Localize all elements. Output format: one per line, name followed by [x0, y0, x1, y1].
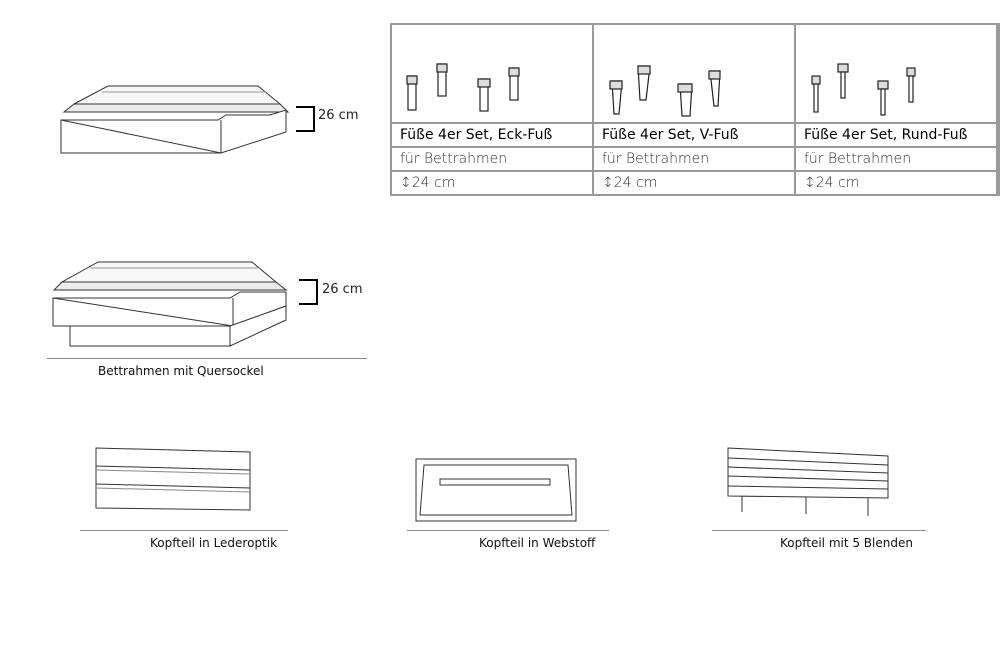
rund-fuss-use: für Bettrahmen: [794, 146, 998, 172]
bed-height-label: 26 cm: [318, 108, 359, 123]
headboard-fabric-drawing: [414, 455, 584, 525]
divider-line: [712, 530, 926, 531]
headboard-blenden-caption: Kopfteil mit 5 Blenden: [780, 536, 913, 550]
eck-fuss-height: ↕24 cm: [390, 170, 594, 196]
feet-table: Füße 4er Set, Eck-Fuß Füße 4er Set, V-Fu…: [390, 23, 1000, 196]
rund-fuss-name: Füße 4er Set, Rund-Fuß: [794, 122, 998, 148]
bed-quersockel-drawing: [50, 258, 300, 353]
v-fuss-use: für Bettrahmen: [592, 146, 796, 172]
v-fuss-image: [592, 23, 796, 124]
feet-image-row: [390, 23, 1000, 124]
table-edge-cell: [996, 122, 1000, 148]
table-edge-cell: [996, 170, 1000, 196]
headboard-fabric-caption: Kopfteil in Webstoff: [479, 536, 596, 550]
bed-quersockel-caption: Bettrahmen mit Quersockel: [98, 364, 264, 378]
v-fuss-name: Füße 4er Set, V-Fuß: [592, 122, 796, 148]
bed-frame-drawing: [58, 82, 308, 157]
eck-fuss-name: Füße 4er Set, Eck-Fuß: [390, 122, 594, 148]
table-edge-cell: [996, 23, 1000, 124]
height-bracket: [297, 279, 319, 305]
headboard-leather-drawing: [92, 446, 262, 516]
headboard-blenden-drawing: [724, 446, 894, 521]
eck-fuss-use: für Bettrahmen: [390, 146, 594, 172]
divider-line: [80, 530, 288, 531]
feet-name-row: Füße 4er Set, Eck-Fuß Füße 4er Set, V-Fu…: [390, 122, 1000, 148]
headboard-leather-caption: Kopfteil in Lederoptik: [150, 536, 278, 550]
table-edge-cell: [996, 146, 1000, 172]
eck-fuss-image: [390, 23, 594, 124]
rund-fuss-image: [794, 23, 998, 124]
divider-line: [47, 358, 367, 359]
divider-line: [407, 530, 609, 531]
height-bracket: [294, 106, 316, 132]
feet-height-row: ↕24 cm ↕24 cm ↕24 cm: [390, 170, 1000, 196]
bed-quersockel-height-label: 26 cm: [322, 282, 363, 297]
rund-fuss-height: ↕24 cm: [794, 170, 998, 196]
v-fuss-height: ↕24 cm: [592, 170, 796, 196]
feet-use-row: für Bettrahmen für Bettrahmen für Bettra…: [390, 146, 1000, 172]
